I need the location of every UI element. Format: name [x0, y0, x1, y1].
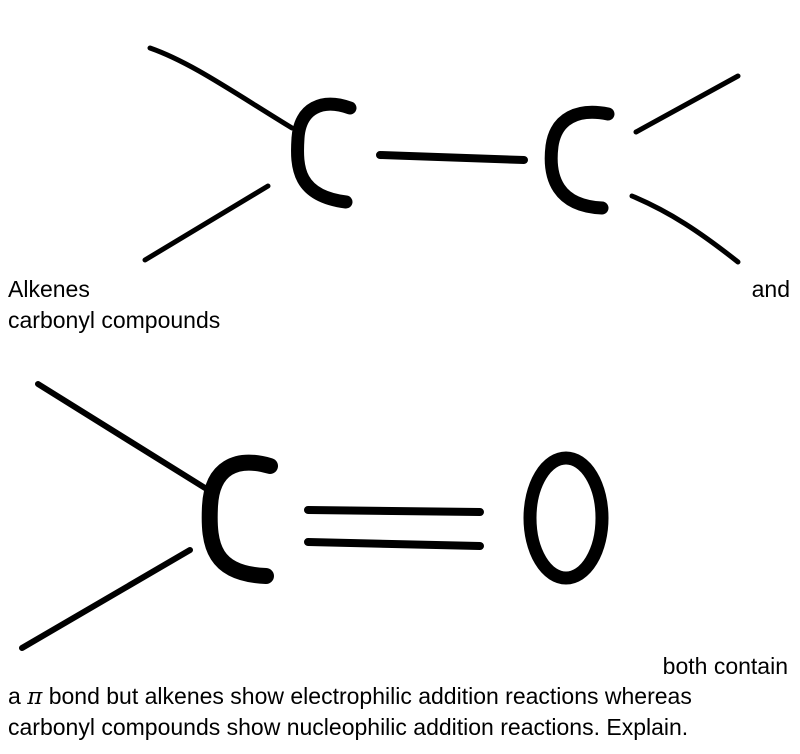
- text-and: and: [751, 276, 790, 302]
- alkene-right-upper-bond: [633, 73, 741, 135]
- alkene-left-upper-bond: [147, 45, 295, 131]
- carbonyl-upper-bond: [35, 381, 208, 491]
- carbonyl-carbon: [201, 454, 278, 584]
- pi-line-rest: bond but alkenes show electrophilic addi…: [42, 683, 692, 709]
- text-both-contain: both contain: [662, 653, 788, 679]
- carbonyl-structure: [19, 381, 609, 651]
- text-final-line: carbonyl compounds show nucleophilic add…: [8, 714, 689, 740]
- text-pi-bond-line: a π bond but alkenes show electrophilic …: [8, 681, 692, 713]
- alkene-structure: [142, 45, 741, 265]
- carbonyl-double-bond-bottom: [304, 538, 484, 550]
- carbonyl-double-bond-top: [304, 506, 484, 516]
- alkene-right-lower-bond: [629, 193, 741, 265]
- carbonyl-lower-bond: [19, 547, 193, 651]
- pi-symbol: π: [27, 684, 43, 710]
- alkene-left-lower-bond: [142, 183, 271, 263]
- alkene-right-carbon: [544, 105, 615, 215]
- carbonyl-oxygen: [523, 451, 609, 585]
- alkene-cc-bond: [376, 151, 528, 164]
- pi-line-prefix: a: [8, 683, 28, 709]
- text-carbonyl-compounds: carbonyl compounds: [8, 307, 221, 333]
- alkene-left-carbon: [291, 97, 357, 209]
- text-alkenes: Alkenes: [8, 276, 90, 302]
